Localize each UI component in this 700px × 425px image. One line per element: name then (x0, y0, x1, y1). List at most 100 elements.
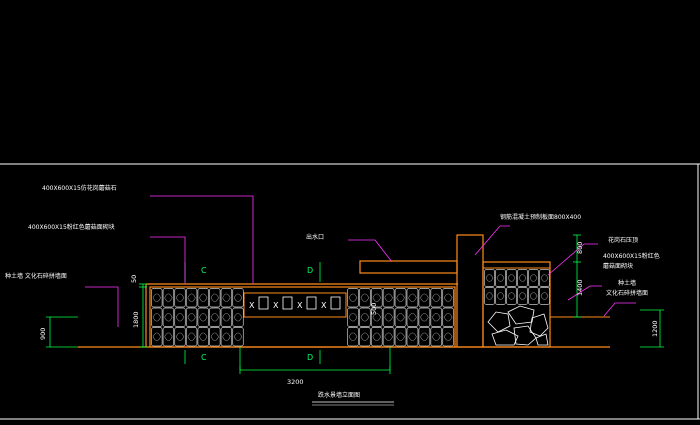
stone-block (197, 288, 209, 308)
stone-texture (420, 313, 429, 322)
stone-block (517, 269, 528, 287)
stone-texture (396, 332, 405, 341)
stone-texture (518, 292, 527, 300)
stone-texture (210, 332, 219, 341)
stone-texture (485, 292, 494, 300)
panel-x-mark: X (321, 301, 327, 310)
stone-texture (187, 332, 196, 341)
stone-block (347, 307, 359, 327)
stone-block (359, 288, 371, 308)
stone-texture (408, 332, 417, 341)
stone-texture (372, 313, 382, 322)
section-c-top: C (201, 266, 207, 275)
stone-block (151, 288, 163, 308)
stone-texture (233, 332, 243, 341)
stone-texture (187, 313, 196, 322)
dim-500: 500 (370, 303, 378, 315)
stone-block (197, 307, 209, 327)
stone-block (430, 307, 443, 327)
stone-block (394, 327, 407, 347)
stone-texture (420, 332, 429, 341)
panel-x-mark: X (273, 301, 279, 310)
stone-texture (360, 293, 370, 302)
stone-block (162, 307, 175, 327)
stone-block (185, 307, 198, 327)
stone-block (209, 307, 221, 327)
section-d-top: D (307, 266, 313, 275)
stone-block (220, 327, 233, 347)
panel-x-mark: X (297, 301, 303, 310)
stone-block (347, 327, 359, 347)
stone-texture (432, 293, 441, 302)
label-right-slab: 花岗石压顶 (608, 236, 638, 244)
stone-block (528, 269, 539, 287)
stone-block (406, 307, 419, 327)
stone-texture (175, 332, 185, 341)
stone-texture (233, 293, 243, 302)
stone-texture (164, 332, 173, 341)
stone-blocks-middle (347, 288, 454, 347)
stone-block (220, 288, 233, 308)
stone-block (528, 287, 539, 305)
stone-block (347, 288, 359, 308)
stone-block (197, 327, 209, 347)
stone-texture (420, 293, 429, 302)
stone-block (382, 288, 395, 308)
stone-texture (507, 292, 516, 300)
stone-block (406, 327, 419, 347)
stone-texture (175, 313, 185, 322)
stone-blocks-right (484, 269, 550, 305)
stone-block (151, 307, 163, 327)
stone-texture (222, 293, 231, 302)
stone-block (442, 307, 454, 327)
stone-block (232, 327, 244, 347)
stone-texture (485, 274, 494, 282)
label-red-stone: 400X600X15粉红色蘑菇面砌块 (28, 223, 115, 231)
stone-block (484, 287, 495, 305)
stone-texture (408, 313, 417, 322)
stone-texture (384, 293, 393, 302)
stone-block (484, 269, 495, 287)
stone-texture (496, 274, 505, 282)
stone-block (517, 287, 528, 305)
stone-block (359, 307, 371, 327)
stone-texture (199, 313, 208, 322)
stone-texture (152, 293, 161, 302)
drawing-title: 跌水景墙立面图 (318, 391, 360, 399)
stone-texture (360, 313, 370, 322)
stone-texture (348, 332, 358, 341)
stone-block (406, 288, 419, 308)
stone-texture (152, 313, 161, 322)
label-right-stone-1: 400X600X15粉红色 (603, 252, 660, 260)
stone-texture (507, 274, 516, 282)
stone-block (174, 288, 186, 308)
section-c-bottom: C (201, 353, 207, 362)
stone-texture (540, 274, 549, 282)
stone-block (430, 288, 443, 308)
stone-texture (529, 292, 538, 300)
stone-block (209, 288, 221, 308)
stone-texture (199, 332, 208, 341)
dim-1800: 1800 (132, 311, 140, 328)
stone-texture (540, 292, 549, 300)
right-wall-outline (482, 261, 551, 348)
stone-block (232, 288, 244, 308)
water-outlet-slab (359, 260, 458, 274)
rockery (487, 305, 549, 346)
stone-texture (348, 313, 358, 322)
stone-texture (384, 332, 393, 341)
label-top-slab: 钢筋混凝土预制板面800X400 (500, 213, 581, 221)
stone-block (394, 288, 407, 308)
stone-block (185, 327, 198, 347)
panel-strip-frame (243, 292, 347, 318)
stone-texture (443, 313, 453, 322)
stone-block (442, 288, 454, 308)
stone-block (539, 287, 550, 305)
stone-block (506, 287, 517, 305)
stone-texture (408, 293, 417, 302)
stone-block (539, 269, 550, 287)
stone-block (495, 269, 506, 287)
stone-block (174, 307, 186, 327)
